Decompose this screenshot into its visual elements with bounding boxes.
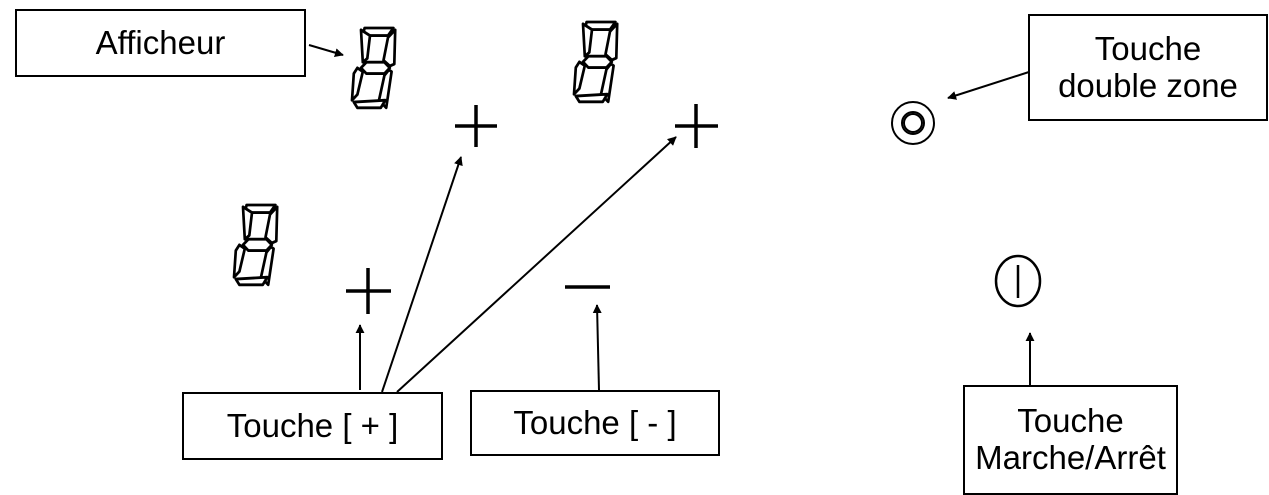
power-icon[interactable] — [994, 254, 1042, 308]
digit-display-2 — [572, 20, 619, 104]
touche-moins-text: Touche [ - ] — [513, 403, 677, 441]
arrow-plus-2 — [381, 156, 463, 393]
touche-marche-arret-line2: Marche/Arrêt — [975, 439, 1166, 476]
afficheur-label: Afficheur — [15, 9, 306, 77]
touche-double-zone-line2: double zone — [1058, 66, 1238, 104]
arrow-double-zone — [947, 70, 1033, 100]
touche-double-zone-label: Touche double zone — [1028, 14, 1268, 121]
touche-double-zone-line1: Touche — [1094, 29, 1202, 67]
arrow-minus — [592, 304, 602, 391]
digit-display-3 — [232, 203, 279, 287]
touche-plus-text: Touche [ + ] — [226, 406, 399, 444]
afficheur-text: Afficheur — [95, 23, 226, 61]
arrow-afficheur — [308, 44, 344, 58]
plus-icon[interactable] — [675, 104, 718, 148]
plus-icon[interactable] — [455, 105, 497, 147]
touche-marche-arret-label: Touche Marche/Arrêt — [963, 385, 1178, 495]
digit-display-1 — [350, 26, 397, 110]
touche-moins-label: Touche [ - ] — [470, 390, 720, 456]
touche-plus-label: Touche [ + ] — [182, 392, 443, 460]
touche-marche-arret-line1: Touche — [1017, 402, 1124, 440]
arrow-plus-3 — [396, 136, 677, 393]
double-zone-icon[interactable] — [891, 101, 935, 145]
plus-icon[interactable] — [346, 268, 391, 314]
